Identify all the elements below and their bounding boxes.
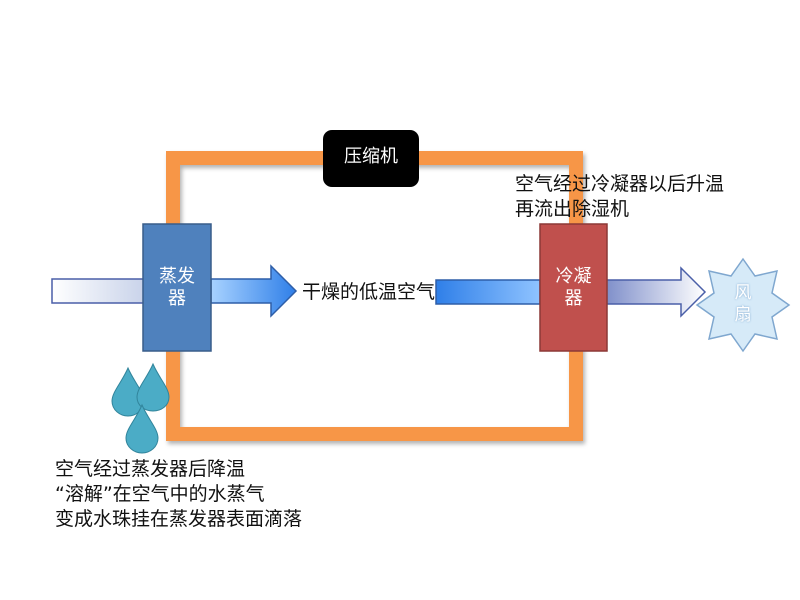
condenser-inlet-arrow bbox=[435, 279, 541, 305]
dry-air-arrow bbox=[210, 264, 298, 318]
evaporator-label: 蒸发 器 bbox=[159, 266, 195, 309]
fan-icon bbox=[695, 257, 791, 353]
condenser-note-line1: 空气经过冷凝器以后升温 bbox=[515, 173, 725, 195]
water-drop-icon bbox=[125, 403, 159, 454]
evaporator-note-line3: 变成水珠挂在蒸发器表面滴落 bbox=[55, 508, 303, 530]
condenser-note-line2: 再流出除湿机 bbox=[515, 198, 630, 220]
evaporator-note-line1: 空气经过蒸发器后降温 bbox=[55, 458, 246, 480]
condenser-box bbox=[539, 223, 608, 352]
dry-air-label: 干燥的低温空气 bbox=[302, 281, 436, 303]
condenser-label: 冷凝 器 bbox=[555, 266, 592, 309]
water-drop-icon bbox=[136, 362, 170, 412]
outlet-air-arrow bbox=[605, 266, 707, 318]
inlet-air-arrow bbox=[51, 278, 145, 304]
evaporator-note-line2: “溶解”在空气中的水蒸气 bbox=[55, 483, 265, 505]
compressor-box bbox=[323, 130, 419, 187]
evaporator-box bbox=[142, 223, 212, 352]
compressor-label: 压缩机 bbox=[344, 146, 398, 167]
fan-label: 风 扇 bbox=[734, 283, 752, 325]
